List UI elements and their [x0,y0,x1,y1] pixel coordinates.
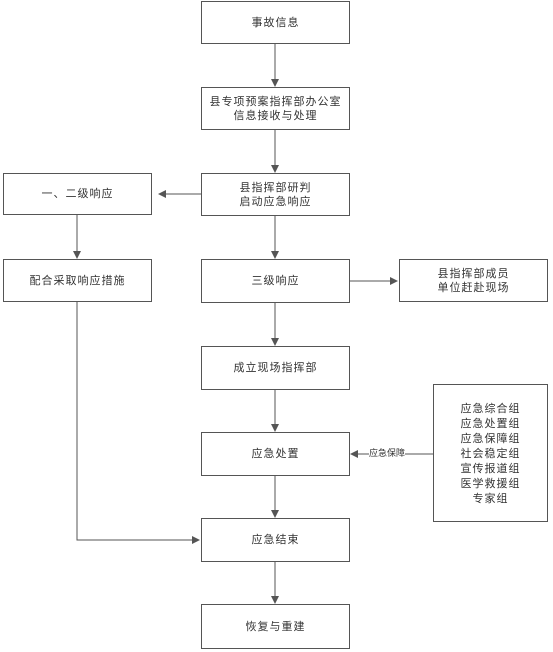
node-level3-response: 三级响应 [201,259,350,303]
node-incident-info: 事故信息 [201,1,350,44]
node-cooperate-measures: 配合采取响应措施 [3,259,152,302]
node-office-process-label: 县专项预案指挥部办公室 信息接收与处理 [209,94,342,122]
node-level12-response: 一、二级响应 [3,173,152,215]
node-recovery-rebuild: 恢复与重建 [201,604,350,649]
node-emergency-handling-label: 应急处置 [251,447,300,460]
node-members-to-site-label: 县指挥部成员 单位赶赴现场 [437,266,510,294]
node-recovery-rebuild-label: 恢复与重建 [245,619,306,633]
node-field-command: 成立现场指挥部 [201,346,350,390]
node-judge-start: 县指挥部研判 启动应急响应 [201,173,350,216]
node-judge-start-label: 县指挥部研判 启动应急响应 [239,180,312,208]
node-level12-response-label: 一、二级响应 [41,187,114,200]
node-level3-response-label: 三级响应 [251,274,300,287]
node-emergency-end-label: 应急结束 [251,533,300,546]
node-emergency-end: 应急结束 [201,518,350,562]
node-working-groups: 应急综合组 应急处置组 应急保障组 社会稳定组 宣传报道组 医学救援组 专家组 [433,384,548,522]
edge-cooperate-to-end [76,302,200,544]
node-incident-info-label: 事故信息 [251,15,300,29]
edge-label-support: 应急保障 [369,448,406,460]
node-emergency-handling: 应急处置 [201,432,350,476]
node-office-process: 县专项预案指挥部办公室 信息接收与处理 [201,87,350,130]
node-cooperate-measures-label: 配合采取响应措施 [29,273,126,287]
node-field-command-label: 成立现场指挥部 [233,361,318,374]
node-members-to-site: 县指挥部成员 单位赶赴现场 [399,259,548,302]
node-working-groups-label: 应急综合组 应急处置组 应急保障组 社会稳定组 宣传报道组 医学救援组 专家组 [460,401,521,505]
